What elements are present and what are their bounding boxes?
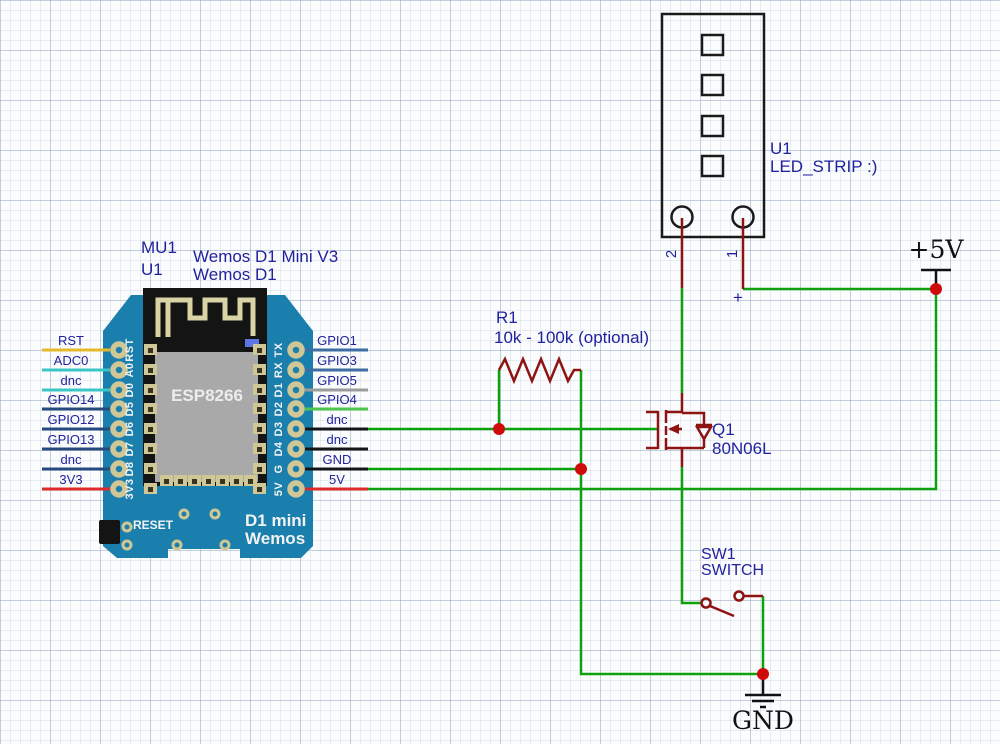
module-pad-hole — [248, 479, 253, 484]
module-pad-hole — [220, 479, 225, 484]
pin-hole — [287, 480, 305, 498]
pin-hole — [287, 400, 305, 418]
wemos-title-line1[interactable]: Wemos D1 Mini V3 — [193, 247, 339, 266]
pin-net-label[interactable]: 5V — [329, 472, 345, 487]
board-pads-and-holes — [110, 341, 305, 498]
pin-net-label[interactable]: GPIO14 — [47, 392, 95, 407]
pin-net-label[interactable]: GPIO5 — [317, 373, 357, 388]
module-pad-hole — [257, 348, 262, 353]
pin-net-label[interactable]: RST — [58, 333, 84, 348]
resistor-symbol[interactable] — [497, 355, 581, 385]
wemos-ref-u1[interactable]: U1 — [141, 260, 163, 279]
pin-net-label[interactable]: ADC0 — [53, 353, 89, 368]
antenna-trace-icon — [155, 297, 256, 337]
module-pad-hole — [257, 407, 262, 412]
pin-net-label[interactable]: 3V3 — [59, 472, 83, 487]
junction-dots — [493, 283, 942, 680]
pin-net-label[interactable]: dnc — [326, 432, 348, 447]
board-silk-label: 3V3 — [124, 478, 136, 500]
module-pad-hole — [192, 479, 197, 484]
wire-gate-net[interactable] — [368, 370, 658, 431]
pin-net-label[interactable]: GPIO3 — [317, 353, 357, 368]
module-pad-hole — [234, 479, 239, 484]
led-strip-ref-label[interactable]: U1 — [770, 139, 792, 158]
board-silk-label: 5V — [273, 481, 285, 497]
pin-net-label[interactable]: GND — [322, 452, 352, 467]
pin-net-label[interactable]: dnc — [60, 373, 82, 388]
gnd-label: GND — [732, 706, 794, 735]
pin-hole — [287, 460, 305, 478]
module-pad-hole — [148, 407, 153, 412]
module-pad-hole — [148, 447, 153, 452]
module-pad-hole — [257, 368, 262, 373]
esp8266-chip-label: ESP8266 — [171, 386, 243, 405]
polarity-plus-label: + — [733, 288, 743, 307]
mounting-pads — [121, 508, 231, 551]
module-pad-hole — [148, 388, 153, 393]
gnd-symbol[interactable] — [745, 676, 781, 709]
pin-hole — [110, 381, 128, 399]
mosfet-ref-label[interactable]: Q1 — [712, 420, 735, 439]
resistor-value-label[interactable]: 10k - 100k (optional) — [494, 328, 649, 347]
plus5v-label: +5V — [908, 235, 964, 264]
mosfet-value-label[interactable]: 80N06L — [712, 439, 772, 458]
wemos-ref-mu1[interactable]: MU1 — [141, 238, 177, 257]
status-led-icon — [245, 339, 259, 347]
pin-net-label[interactable]: GPIO13 — [47, 432, 95, 447]
led-strip-pin1-number: 1 — [724, 249, 741, 259]
pin-hole — [287, 361, 305, 379]
pin-net-label[interactable]: GPIO12 — [47, 412, 95, 427]
pin-net-label[interactable]: dnc — [326, 412, 348, 427]
led-strip-pin2-number: 2 — [663, 249, 680, 259]
pin-hole — [287, 341, 305, 359]
pin-net-label[interactable]: GPIO1 — [317, 333, 357, 348]
plus5v-symbol[interactable] — [921, 268, 951, 284]
module-pad-hole — [148, 348, 153, 353]
module-pad-hole — [178, 479, 183, 484]
pin-hole — [287, 381, 305, 399]
pin-hole — [110, 361, 128, 379]
mosfet-arrow-icon — [668, 424, 679, 434]
module-pad-hole — [148, 467, 153, 472]
module-pad-hole — [148, 427, 153, 432]
wemos-title-line2[interactable]: Wemos D1 — [193, 265, 277, 284]
pin-hole — [110, 400, 128, 418]
board-brand-line1: D1 mini — [245, 511, 307, 530]
wemos-board[interactable] — [99, 288, 313, 558]
reset-button[interactable] — [99, 520, 120, 544]
mosfet-symbol[interactable] — [646, 393, 714, 467]
pin-hole — [110, 460, 128, 478]
module-pad-hole — [257, 467, 262, 472]
switch-symbol[interactable] — [700, 590, 764, 618]
pin-hole — [110, 341, 128, 359]
pin-hole — [110, 440, 128, 458]
led-strip-connector[interactable] — [660, 12, 766, 289]
module-pad-hole — [257, 388, 262, 393]
body-diode-icon — [694, 425, 714, 442]
module-pad-hole — [257, 427, 262, 432]
pin-hole — [287, 420, 305, 438]
pin-hole — [110, 420, 128, 438]
esp-shield — [155, 352, 258, 482]
module-pad-hole — [164, 479, 169, 484]
module-pad-hole — [206, 479, 211, 484]
pin-hole — [287, 440, 305, 458]
pin-hole — [110, 480, 128, 498]
pin-wire-stubs — [42, 348, 368, 491]
reset-silk-label: RESET — [133, 518, 174, 532]
wire-5v-net[interactable] — [368, 287, 938, 491]
module-pad-hole — [148, 368, 153, 373]
switch-value-label[interactable]: SWITCH — [701, 562, 765, 579]
module-pad-hole — [257, 487, 262, 492]
led-strip-value-label[interactable]: LED_STRIP :) — [770, 157, 878, 176]
pin-net-label[interactable]: GPIO4 — [317, 392, 357, 407]
wire-source-net[interactable] — [680, 467, 701, 605]
resistor-ref-label[interactable]: R1 — [496, 308, 518, 327]
switch-ref-label[interactable]: SW1 — [701, 546, 736, 563]
board-brand-line2: Wemos — [245, 529, 306, 548]
module-pad-hole — [257, 447, 262, 452]
module-pad-hole — [148, 487, 153, 492]
pin-net-label[interactable]: dnc — [60, 452, 82, 467]
